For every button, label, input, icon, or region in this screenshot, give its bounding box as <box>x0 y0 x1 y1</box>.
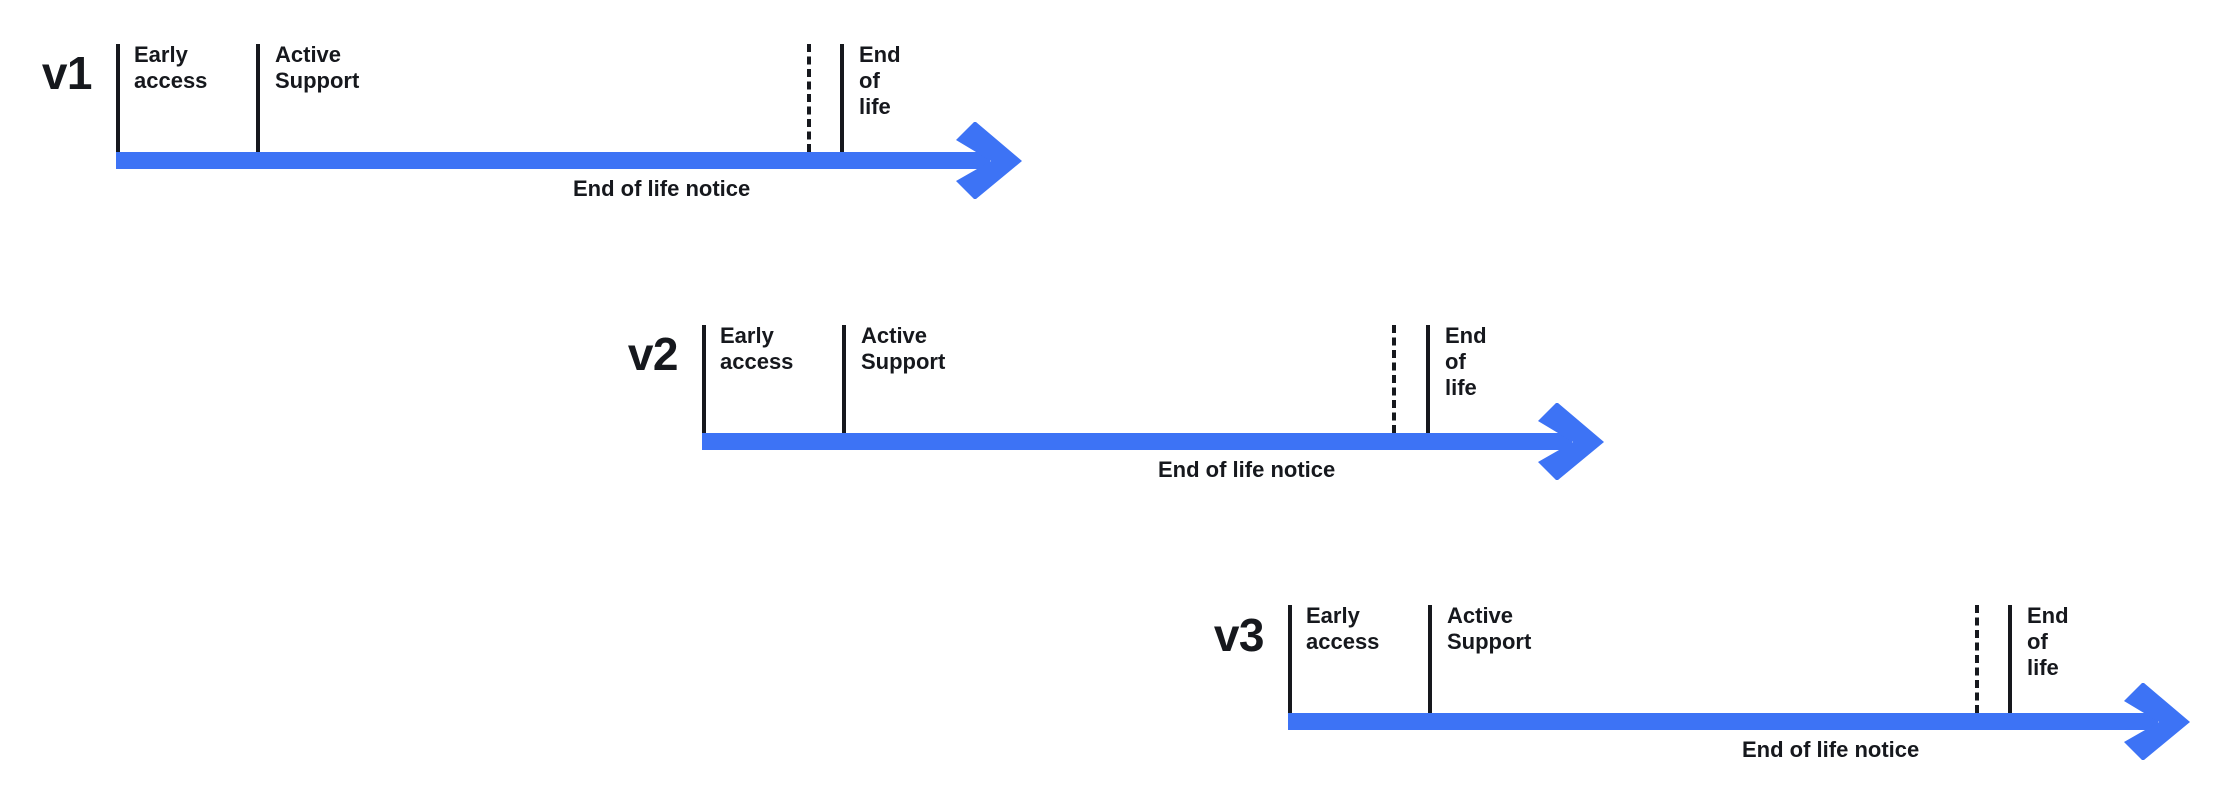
end-of-life-notice-label: End of life notice <box>573 176 751 201</box>
end-of-life-notice-divider <box>1392 325 1396 433</box>
phase-label-early-access: Early access <box>134 42 208 93</box>
phase-divider-active-support <box>842 325 846 433</box>
phase-label-end-of-life: End of life <box>859 42 901 119</box>
phase-divider-start <box>1288 605 1292 713</box>
phase-divider-start <box>702 325 706 433</box>
phase-label-active-support: Active Support <box>861 323 946 374</box>
end-of-life-notice-label: End of life notice <box>1158 457 1336 482</box>
timeline-bar <box>116 152 990 169</box>
phase-divider-active-support <box>1428 605 1432 713</box>
phase-label-end-of-life: End of life <box>1445 323 1487 400</box>
phase-label-active-support: Active Support <box>275 42 360 93</box>
phase-label-early-access: Early access <box>720 323 794 374</box>
phase-divider-start <box>116 44 120 152</box>
phase-divider-end-of-life <box>1426 325 1430 433</box>
end-of-life-notice-divider <box>807 44 811 152</box>
version-label-v1: v1 <box>41 47 93 99</box>
timeline-bar <box>1288 713 2158 730</box>
version-label-v3: v3 <box>1213 609 1265 661</box>
phase-divider-end-of-life <box>2008 605 2012 713</box>
phase-label-early-access: Early access <box>1306 603 1380 654</box>
end-of-life-notice-divider <box>1975 605 1979 713</box>
phase-divider-active-support <box>256 44 260 152</box>
phase-label-end-of-life: End of life <box>2027 603 2069 680</box>
phase-label-active-support: Active Support <box>1447 603 1532 654</box>
end-of-life-notice-label: End of life notice <box>1742 737 1920 762</box>
version-label-v2: v2 <box>627 328 679 380</box>
timeline-bar <box>702 433 1572 450</box>
phase-divider-end-of-life <box>840 44 844 152</box>
